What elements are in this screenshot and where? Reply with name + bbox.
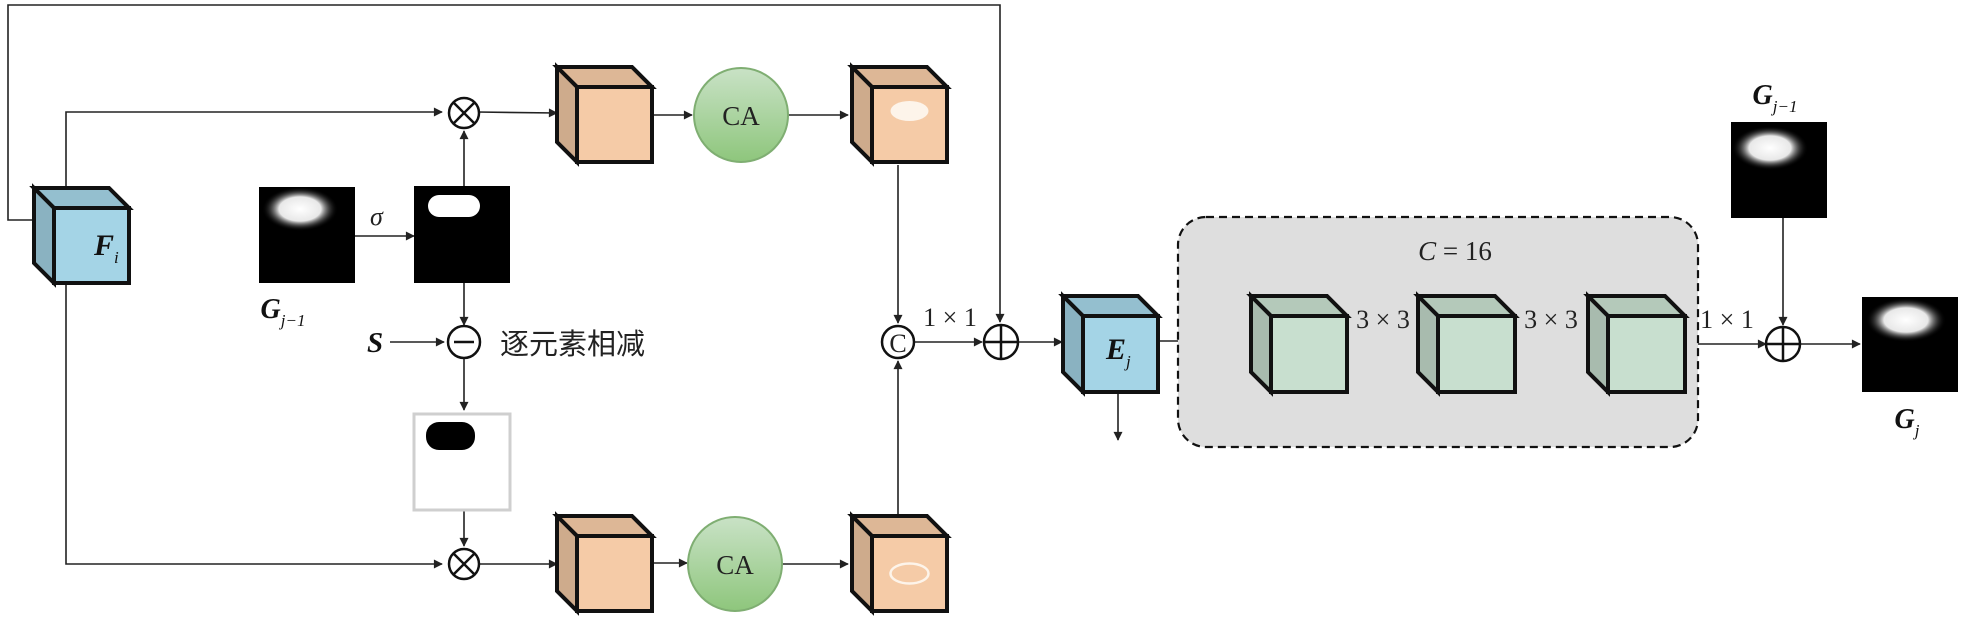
refine-title: C = 16 (1418, 236, 1492, 266)
conv-3x3-label-2: 3 × 3 (1524, 305, 1578, 334)
feature-cube-label: Fi (93, 229, 119, 267)
guidance-prev-right-label: Gj−1 (1753, 80, 1798, 116)
conv-1x1-out-label: 1 × 1 (1700, 305, 1754, 334)
guidance-prev-map-right (1731, 122, 1827, 218)
guidance-prev-label: Gj−1 (261, 294, 306, 330)
multiply-bottom-icon (447, 547, 481, 581)
subtract-description: 逐元素相减 (500, 328, 645, 361)
edge-fi-to-mul-bottom (65, 283, 443, 569)
sigmoid-label: σ (370, 202, 384, 231)
cubes (29, 62, 1690, 616)
concat-label: C (889, 329, 906, 358)
ca-label-bottom: CA (716, 550, 754, 580)
edge-fi-to-mul-top (65, 107, 443, 188)
saliency-ring-icon (889, 562, 930, 585)
add-right-icon (1764, 325, 1802, 363)
edge-mul-top-to-cube (476, 108, 558, 118)
ca-block-top: CA (693, 67, 789, 163)
multiply-top-icon (447, 96, 481, 130)
orange-cube-top-in (552, 62, 657, 167)
green-cube-3 (1583, 291, 1690, 397)
green-cube-2 (1413, 291, 1520, 397)
add-icon (982, 323, 1020, 361)
skip-connection (7, 4, 1005, 323)
reverse-mask-map (412, 412, 512, 512)
output-label: Gj (1895, 404, 1920, 440)
concat-icon: C (880, 324, 916, 360)
orange-cube-bottom-out (847, 511, 952, 616)
green-cube-1 (1246, 291, 1352, 397)
encoder-cube-ej (1058, 291, 1163, 397)
sigmoid-mask-map (414, 186, 510, 283)
side-input-label: S (367, 327, 383, 359)
subtract-icon (446, 324, 482, 360)
ca-block-bottom: CA (687, 516, 783, 612)
output-map (1862, 297, 1958, 392)
feature-cube-fi (29, 183, 134, 288)
encoder-cube-label: Ej (1105, 333, 1131, 371)
guidance-prev-map (259, 187, 355, 283)
ca-label-top: CA (722, 101, 760, 131)
conv-1x1-label: 1 × 1 (923, 303, 977, 332)
conv-3x3-label-1: 3 × 3 (1356, 305, 1410, 334)
saliency-blob-icon (890, 101, 929, 121)
orange-cube-bottom-in (552, 511, 657, 616)
orange-cube-top-out (847, 62, 952, 167)
